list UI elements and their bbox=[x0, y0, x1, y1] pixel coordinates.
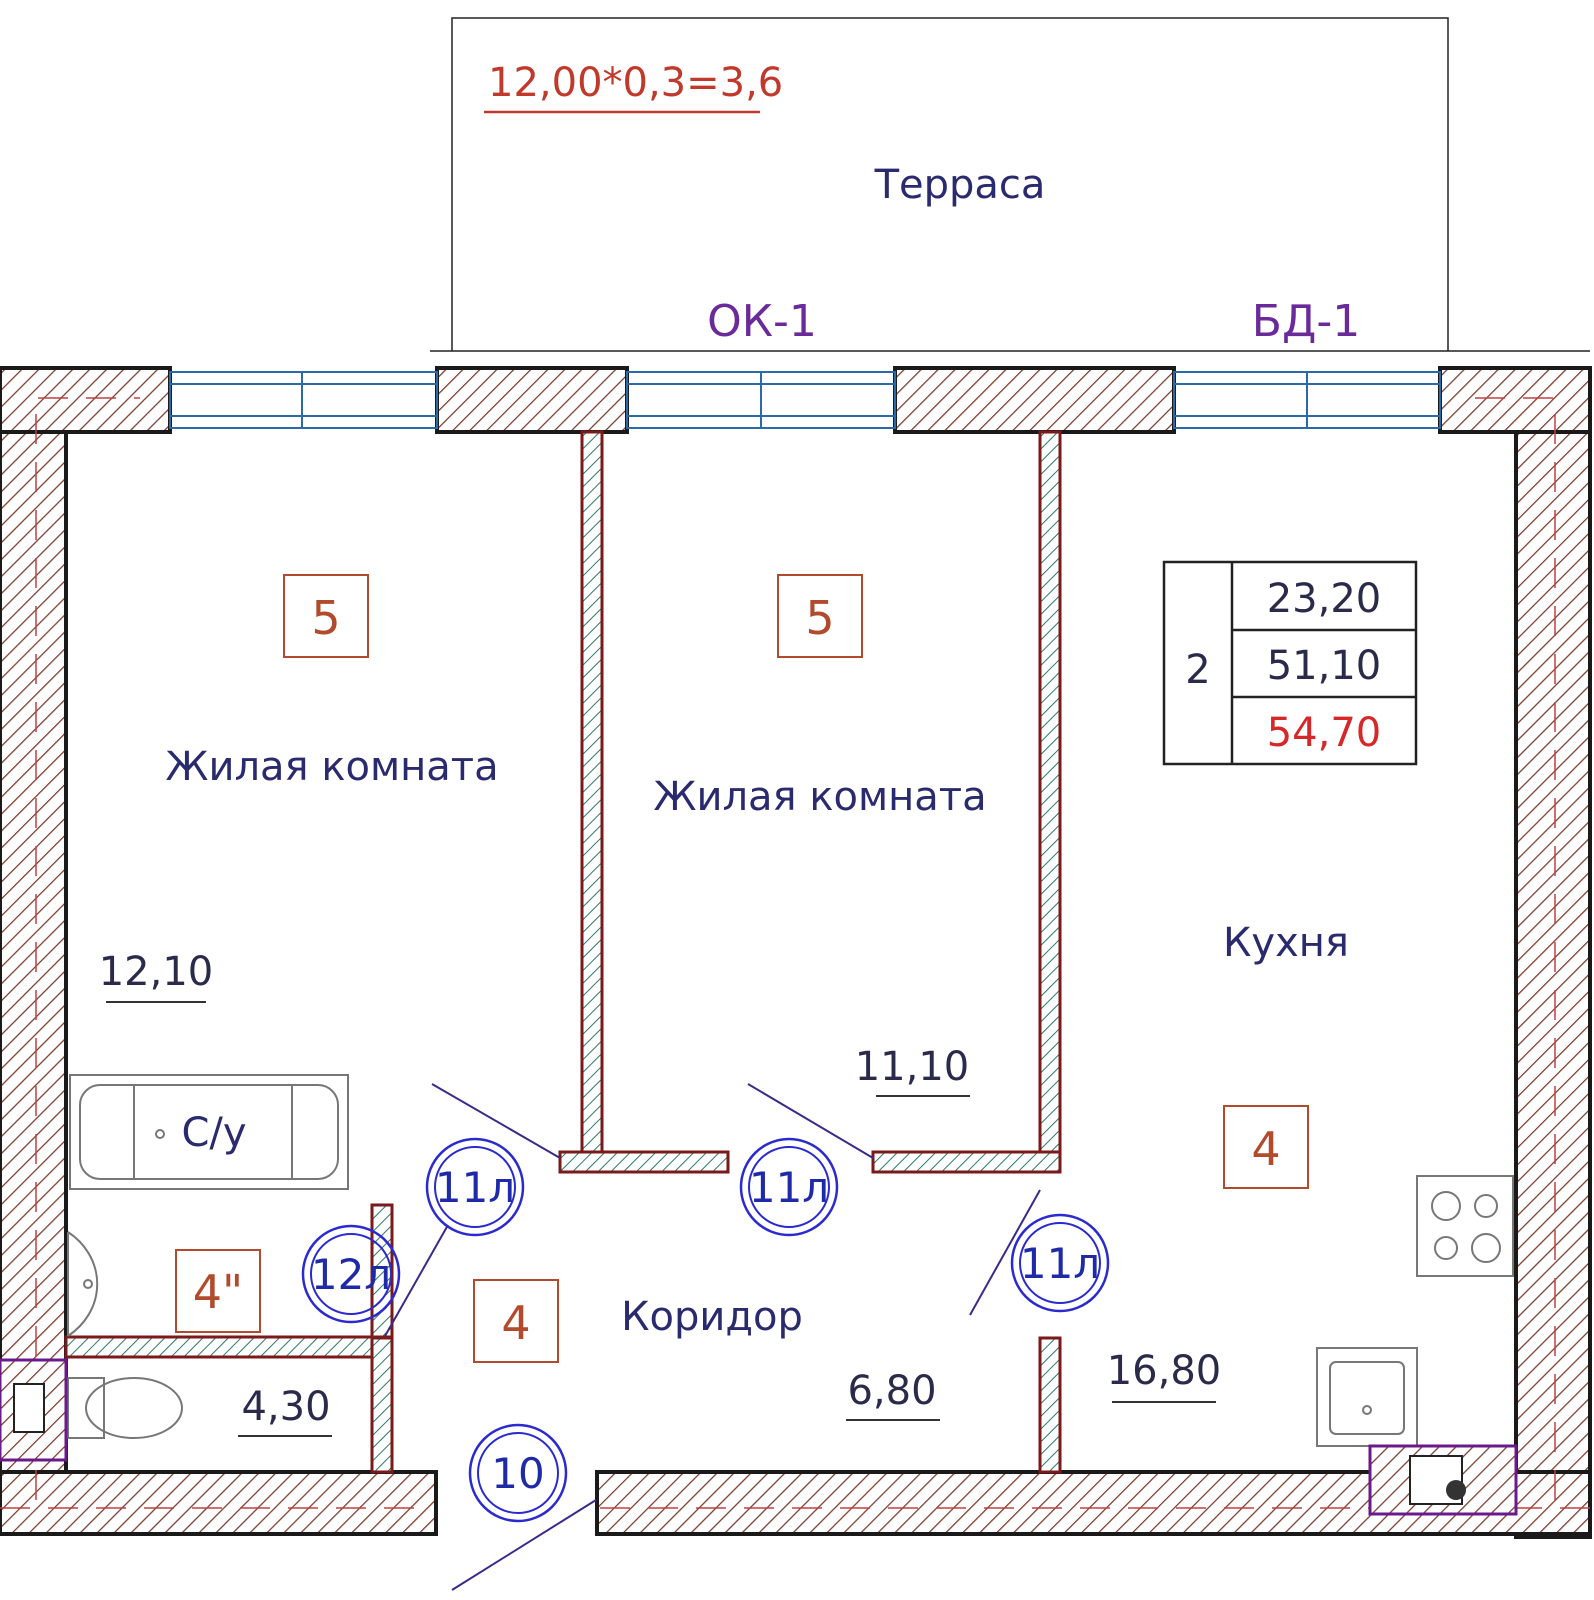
bathroom-tag: 4" bbox=[193, 1265, 243, 1319]
corridor-tag-box bbox=[473, 1279, 559, 1363]
terrace-label: Терраса bbox=[874, 162, 1046, 208]
door-mark-bath-label: 12л bbox=[311, 1250, 391, 1299]
kitchen-area: 16,80 bbox=[1107, 1348, 1222, 1394]
wall-bottom-left bbox=[0, 1470, 438, 1536]
corridor-area: 6,80 bbox=[847, 1368, 936, 1414]
door-mark-entrance: 10 bbox=[468, 1423, 568, 1523]
door-mark-room1: 11л bbox=[425, 1137, 525, 1237]
door-mark-room2-label: 11л bbox=[749, 1163, 829, 1212]
summary-living-area: 23,20 bbox=[1267, 576, 1382, 622]
room2-tag-box bbox=[777, 574, 863, 658]
room1-name: Жилая комната bbox=[165, 744, 498, 790]
corridor-tag: 4 bbox=[501, 1296, 530, 1350]
kitchen-name: Кухня bbox=[1223, 920, 1349, 966]
partitions bbox=[64, 430, 1062, 1474]
room2-name: Жилая комната bbox=[653, 774, 986, 820]
room2-area: 11,10 bbox=[855, 1044, 970, 1090]
partition-corridor-right bbox=[871, 1150, 1062, 1174]
partition-rooms bbox=[580, 430, 604, 1154]
wall-top-mid2 bbox=[893, 366, 1176, 434]
room1-tag: 5 bbox=[311, 591, 340, 645]
corridor-name: Коридор bbox=[621, 1294, 803, 1340]
area-summary-table bbox=[1162, 560, 1418, 766]
summary-values: 2 23,20 51,10 54,70 bbox=[1185, 576, 1381, 756]
wall-top-mid1 bbox=[435, 366, 629, 434]
partition-corridor-left bbox=[558, 1150, 730, 1174]
room1-area: 12,10 bbox=[99, 949, 214, 995]
window-mark: ОК-1 bbox=[707, 296, 817, 347]
room1-tag-box bbox=[283, 574, 369, 658]
bathroom-name: С/у bbox=[181, 1110, 246, 1156]
ventilation-shaft-right bbox=[1368, 1444, 1518, 1516]
bathtub-icon bbox=[69, 1074, 349, 1190]
summary-total-with-terrace: 54,70 bbox=[1267, 710, 1382, 756]
door-mark-bath: 12л bbox=[301, 1224, 401, 1324]
kitchen-tag: 4 bbox=[1251, 1122, 1280, 1176]
door-mark-room2: 11л bbox=[739, 1137, 839, 1237]
door-mark-room1-label: 11л bbox=[435, 1163, 515, 1212]
wall-right bbox=[1514, 430, 1592, 1539]
door-mark-entrance-label: 10 bbox=[491, 1449, 544, 1498]
wall-top-left bbox=[0, 366, 172, 434]
stove-icon bbox=[1416, 1175, 1514, 1277]
wall-left bbox=[0, 430, 68, 1474]
room2-tag: 5 bbox=[805, 591, 834, 645]
summary-total-area: 51,10 bbox=[1267, 643, 1382, 689]
summary-rooms-count: 2 bbox=[1185, 647, 1210, 693]
wall-top-right bbox=[1438, 366, 1592, 434]
partition-kitchen-lower bbox=[1038, 1336, 1062, 1474]
washbasin-icon bbox=[67, 1231, 99, 1337]
terrace-outline bbox=[430, 17, 1590, 352]
bathroom-area: 4,30 bbox=[241, 1384, 330, 1430]
windows bbox=[169, 371, 1441, 429]
balcony-door-mark: БД-1 bbox=[1252, 296, 1360, 347]
door-mark-kitchen: 11л bbox=[1010, 1213, 1110, 1313]
bathroom-tag-box bbox=[175, 1249, 261, 1333]
door-swings bbox=[384, 1083, 1041, 1591]
partition-bath-lower bbox=[370, 1336, 394, 1474]
sink-icon bbox=[1316, 1347, 1418, 1447]
kitchen-tag-box bbox=[1223, 1105, 1309, 1189]
door-mark-kitchen-label: 11л bbox=[1020, 1239, 1100, 1288]
toilet-icon bbox=[67, 1377, 183, 1439]
ventilation-shaft-left bbox=[0, 1358, 68, 1462]
partition-kitchen-upper bbox=[1038, 430, 1062, 1170]
terrace-formula: 12,00*0,3=3,6 bbox=[488, 60, 783, 106]
